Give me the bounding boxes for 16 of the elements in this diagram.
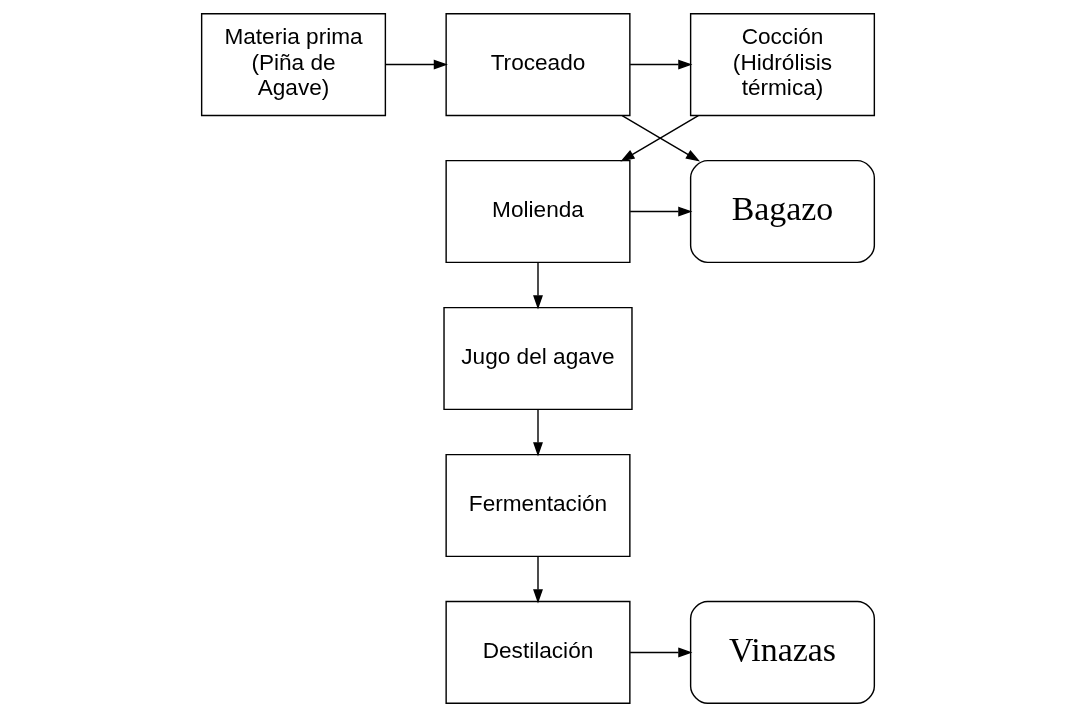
node-box: Bagazo [689, 159, 875, 264]
arrow [628, 59, 692, 70]
arrow [628, 647, 692, 658]
arrow [532, 555, 543, 604]
arrow [532, 261, 543, 310]
node-box: Vinazas [689, 600, 875, 705]
node-box: Jugo del agave [442, 306, 633, 411]
node-box: Fermentación [444, 453, 631, 558]
node-box: Troceado [444, 12, 631, 117]
node-box: Destilación [444, 600, 631, 705]
arrow [532, 408, 543, 457]
node-box: Molienda [444, 159, 631, 264]
arrow [384, 59, 448, 70]
arrow [628, 206, 692, 217]
node-box: Materia prima (Piña de Agave) [200, 12, 386, 117]
node-box: Cocción (Hidrólisis térmica) [689, 12, 875, 117]
